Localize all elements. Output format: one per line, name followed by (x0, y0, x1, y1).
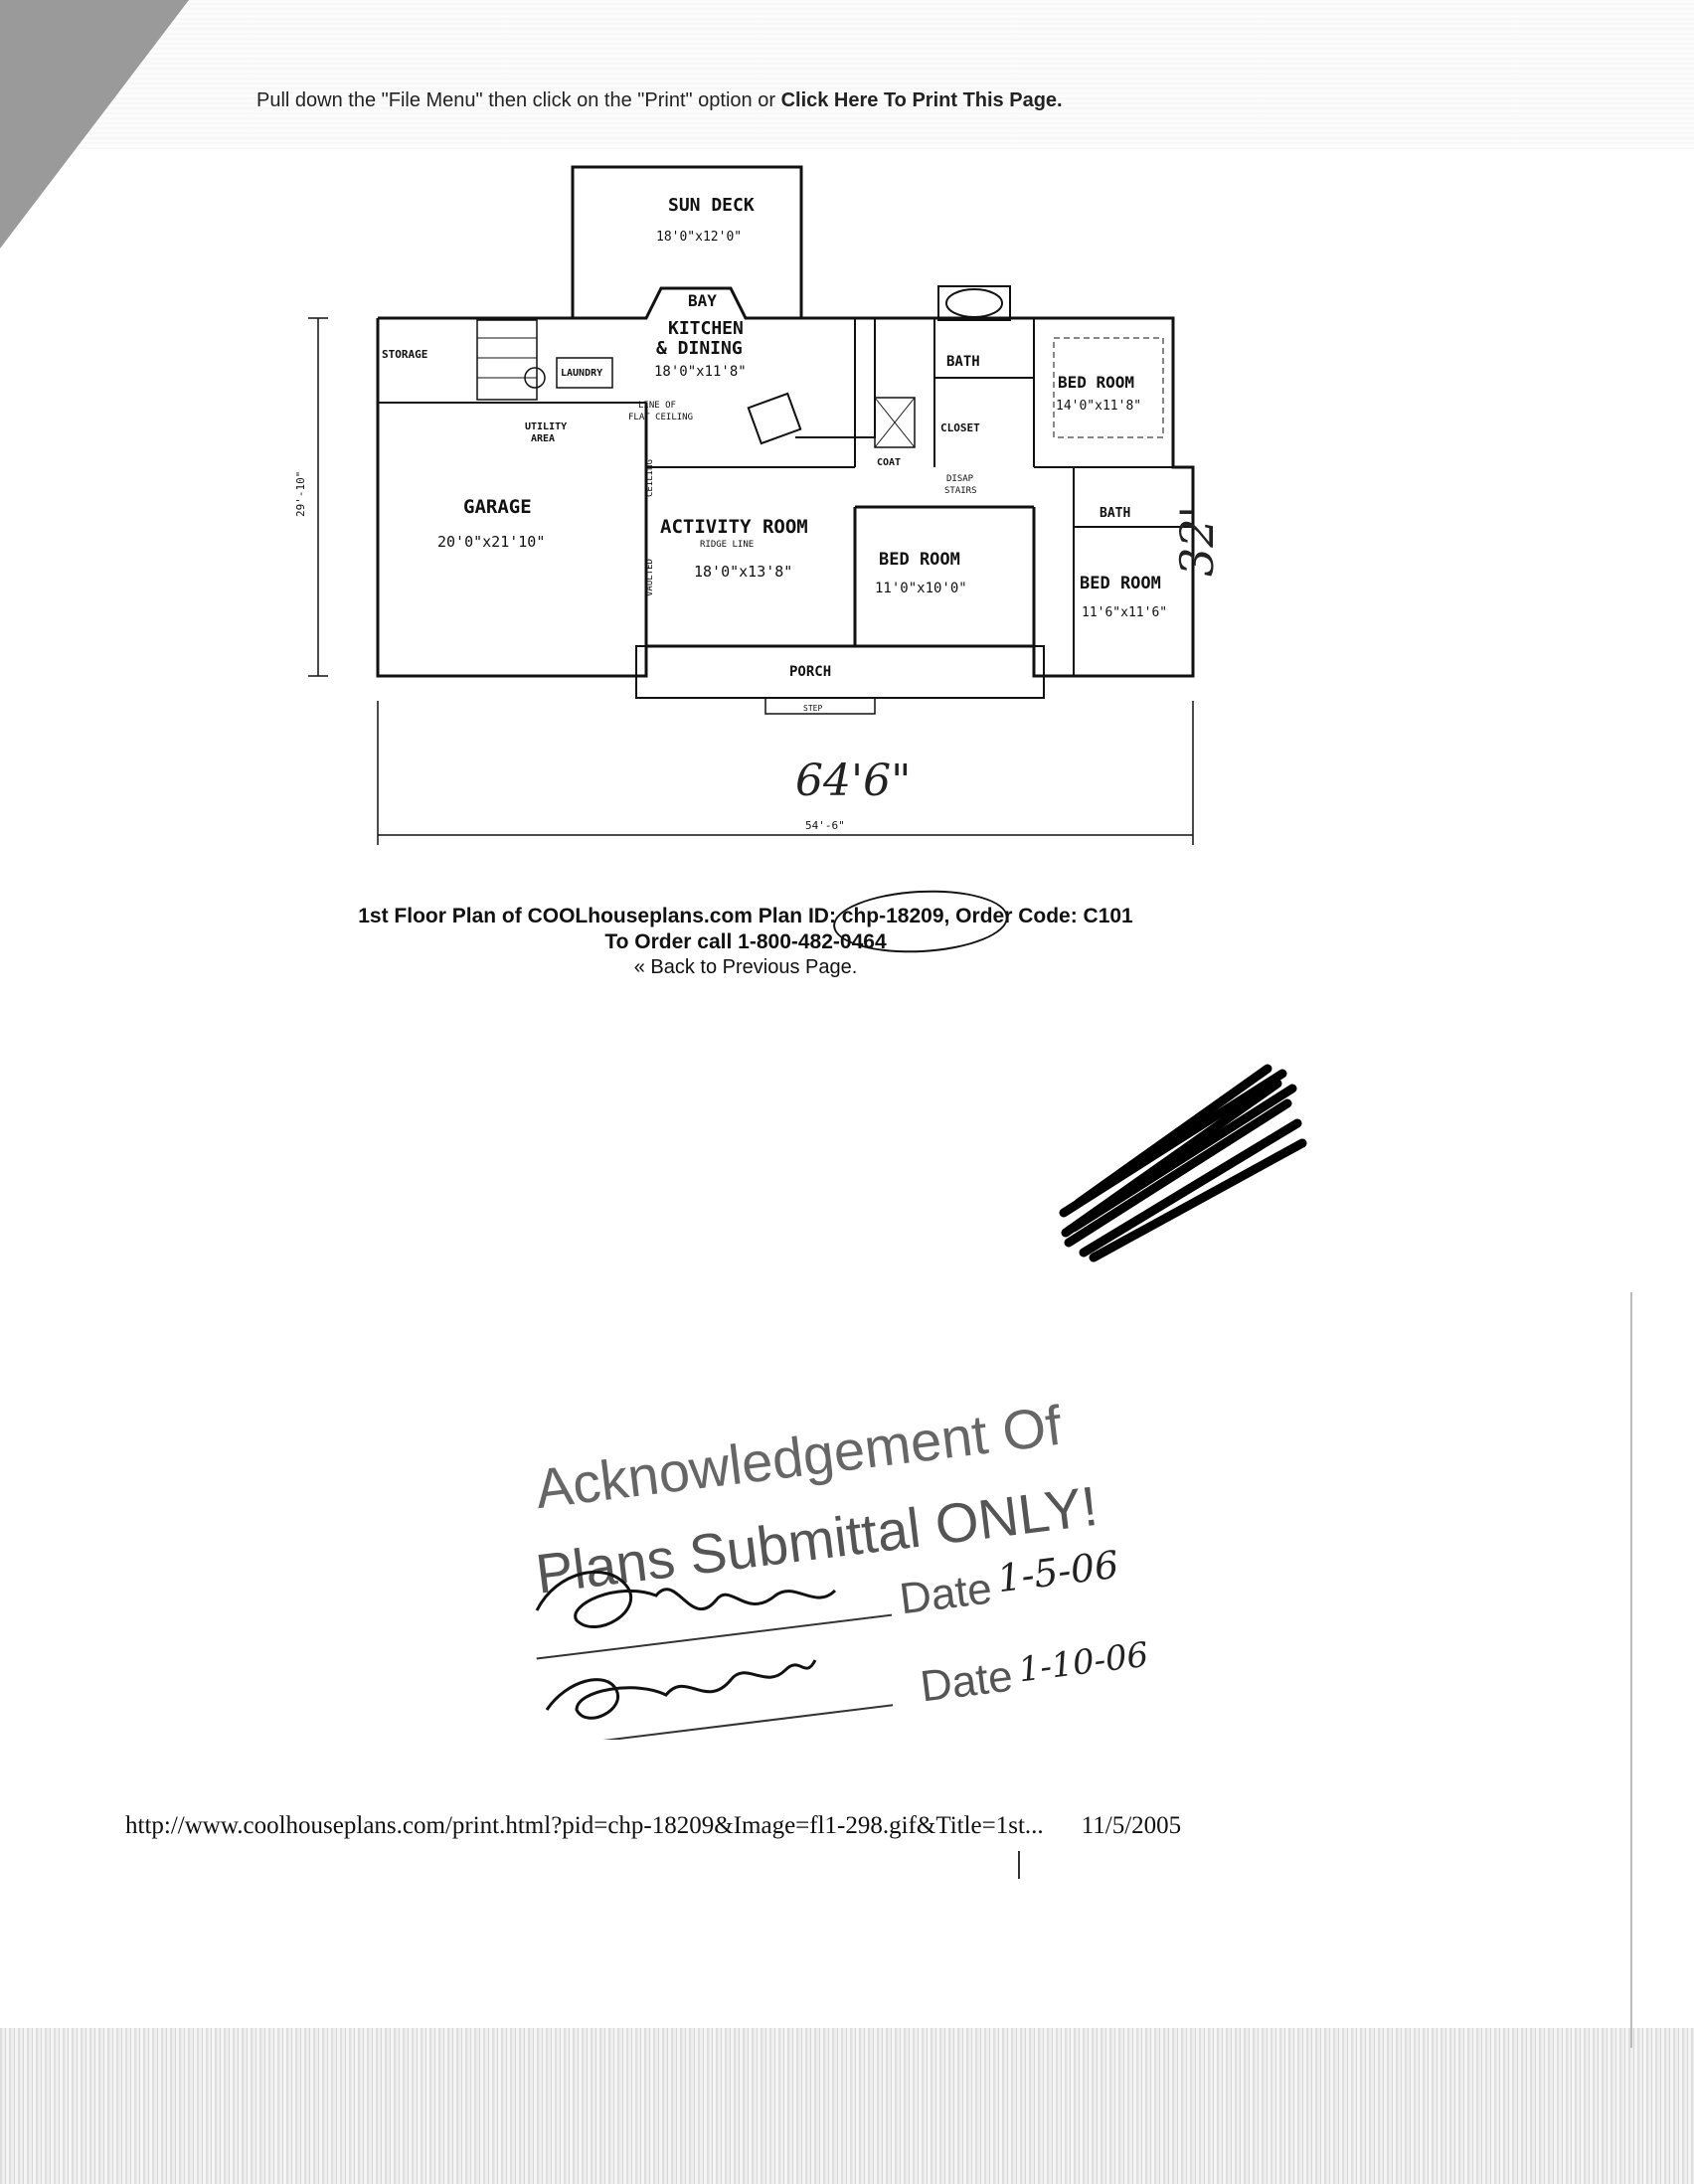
kitchen-label: KITCHEN (668, 318, 744, 339)
step-label: STEP (803, 704, 822, 713)
scan-noise-bottom (0, 2028, 1694, 2184)
ridge-line-label: RIDGE LINE (700, 540, 754, 550)
activity-room-size: 18'0"x13'8" (694, 563, 792, 581)
coat-label: COAT (877, 457, 901, 468)
floor-plan-drawing: SUN DECK 18'0"x12'0" BAY KITCHEN & DININ… (294, 165, 1224, 845)
scan-edge-line (1630, 1292, 1632, 2048)
laundry-label: LAUNDRY (561, 368, 602, 379)
bed-room-1-size: 14'0"x11'8" (1056, 399, 1141, 414)
utility-label: UTILITY (525, 421, 567, 432)
bed-room-3-label: BED ROOM (1080, 574, 1161, 593)
width-dimension: 54'-6" (805, 819, 845, 832)
disap-stairs-label: STAIRS (944, 486, 977, 496)
bath-2-label: BATH (1100, 506, 1130, 521)
plan-caption: 1st Floor Plan of COOLhouseplans.com Pla… (358, 905, 1133, 927)
flat-ceiling-label-2: FLAT CEILING (628, 413, 693, 422)
activity-room-label: ACTIVITY ROOM (660, 516, 808, 538)
footer-url: http://www.coolhouseplans.com/print.html… (125, 1812, 1044, 1839)
date-label-1: Date (897, 1564, 994, 1623)
bath-1-label: BATH (946, 354, 980, 370)
back-link[interactable]: « Back to Previous Page. (633, 956, 858, 978)
scan-noise-top (0, 0, 1694, 149)
garage-label: GARAGE (463, 496, 532, 518)
bay-label: BAY (688, 291, 717, 310)
sun-deck-label: SUN DECK (668, 195, 755, 216)
scribble-mark (1054, 1044, 1312, 1262)
disap-label: DISAP (946, 474, 974, 484)
sun-deck-size: 18'0"x12'0" (656, 230, 742, 245)
storage-label: STORAGE (382, 348, 427, 361)
house-outline (376, 286, 1195, 678)
page-footer: http://www.coolhouseplans.com/print.html… (125, 1812, 1219, 1840)
signature-2 (545, 1659, 817, 1720)
depth-dimension: 29'-10" (294, 471, 307, 517)
kitchen-size: 18'0"x11'8" (654, 364, 747, 380)
floor-plan: SUN DECK 18'0"x12'0" BAY KITCHEN & DININ… (278, 149, 1253, 865)
date-label-2: Date (918, 1652, 1015, 1712)
closet-label: CLOSET (940, 421, 980, 434)
bed-room-1-label: BED ROOM (1058, 373, 1134, 392)
footer-date: 11/5/2005 (1081, 1812, 1182, 1839)
print-instructions: Pull down the "File Menu" then click on … (256, 89, 1251, 112)
flat-ceiling-label: LINE OF (638, 401, 676, 411)
print-link[interactable]: Click Here To Print This Page. (780, 89, 1063, 111)
scan-mark (1018, 1851, 1020, 1879)
bed-room-2-size: 11'0"x10'0" (875, 581, 967, 596)
garage-size: 20'0"x21'10" (437, 533, 545, 551)
bed-room-3-size: 11'6"x11'6" (1082, 605, 1167, 620)
date-value-2: 1-10-06 (1016, 1635, 1150, 1691)
bed-room-2-label: BED ROOM (879, 550, 960, 570)
signature-1 (535, 1570, 837, 1628)
instruction-text: Pull down the "File Menu" then click on … (256, 89, 781, 111)
utility-area-label: AREA (531, 433, 555, 444)
vaulted-label: VAULTED (645, 559, 655, 596)
approval-stamp: Acknowledgement Of Plans Submittal ONLY!… (517, 1382, 1173, 1748)
folded-corner (0, 0, 189, 249)
date-value-1: 1-5-06 (995, 1543, 1121, 1601)
porch-label: PORCH (789, 664, 831, 680)
dining-label: & DINING (656, 338, 743, 359)
sun-deck-outline (571, 165, 803, 318)
handwritten-depth: 32' (1170, 506, 1224, 577)
order-phone: To Order call 1-800-482-0464 (604, 930, 887, 953)
handwritten-width: 64'6" (795, 756, 911, 806)
ceiling-label: CEILING (645, 459, 655, 497)
